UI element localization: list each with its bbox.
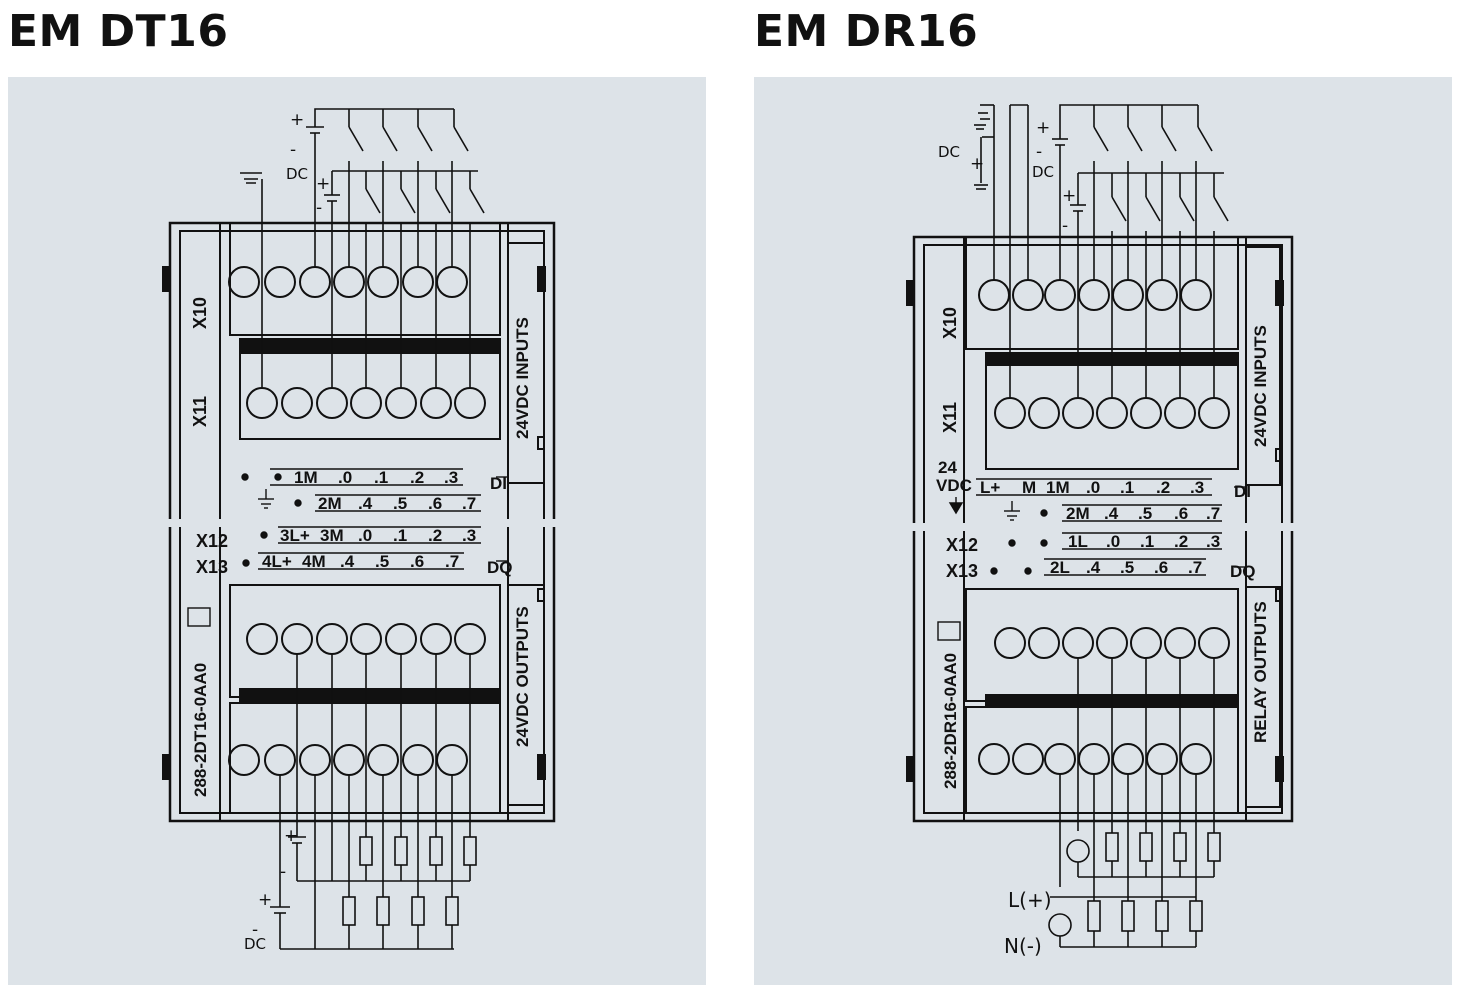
row3-term: .2 [428,526,442,545]
row3-labels: 1L .0 .1 .2 .3 [1068,532,1220,551]
outputs-side-label: 24VDC OUTPUTS [513,606,532,747]
minus-label: - [252,920,258,940]
connector-x13-label: X13 [946,561,978,581]
di-label: DI [1234,482,1251,501]
plus-label: + [1062,186,1076,206]
row3-term: .0 [358,526,372,545]
minus-label: - [290,140,296,160]
connector-x10-label: X10 [940,307,960,339]
row4-term: 2L [1050,558,1070,577]
connector-x13-label: X13 [196,557,228,577]
row4-term: .7 [445,552,459,571]
supply-type-label: VDC [936,476,972,495]
row1-term: .0 [1086,478,1100,497]
row1-term: .2 [1156,478,1170,497]
dc-label-top: DC [286,165,308,183]
row4-term: 4L+ [262,552,292,571]
row4-term: .6 [1154,558,1168,577]
row2-term: .5 [1138,504,1152,523]
part-number: 288-2DR16-0AA0 [941,653,960,789]
row2-term: 2M [1066,504,1090,523]
row4-labels: 2L .4 .5 .6 .7 [1050,558,1202,577]
supply-voltage-label: 24 [938,458,957,477]
di-label: DI [490,474,507,493]
row1-term: 1M [294,468,318,487]
row4-term: .6 [410,552,424,571]
minus-label: - [1036,142,1042,162]
supply-term: M [1022,478,1036,497]
connector-x10-label: X10 [190,297,210,329]
plus-label: + [970,154,984,174]
connector-x12-label: X12 [196,531,228,551]
row3-term: .3 [462,526,476,545]
minus-label: - [280,862,286,882]
row1-term: .0 [338,468,352,487]
inputs-side-label: 24VDC INPUTS [1251,325,1270,447]
right-title: EM DR16 [754,6,979,57]
plus-label: + [258,890,272,910]
module-outline [904,235,1304,823]
row4-term: .5 [1120,558,1134,577]
row2-term: .7 [1206,504,1220,523]
row3-term: 3L+ [280,526,310,545]
row2-term: .6 [428,494,442,513]
row4-term: .4 [1086,558,1101,577]
module-outline [158,221,568,823]
left-title: EM DT16 [8,6,229,57]
minus-label: - [1062,216,1068,236]
row2-term: .4 [1104,504,1119,523]
inputs-side-label: 24VDC INPUTS [513,317,532,439]
plus-label: + [290,110,304,130]
row2-term: 2M [318,494,342,513]
dc-label-left: DC [938,143,960,161]
row3-term: 3M [320,526,344,545]
row3-term: 1L [1068,532,1088,551]
plus-label: + [284,826,298,846]
row2-term: .7 [462,494,476,513]
row3-term: .1 [393,526,407,545]
dc-label-mid: DC [1032,163,1054,181]
ac-neutral-label: N(-) [1004,934,1042,958]
row3-term: .1 [1140,532,1154,551]
row3-labels: 3L+ 3M .0 .1 .2 .3 [280,526,476,545]
connector-x11-label: X11 [190,396,210,427]
row3-term: .2 [1174,532,1188,551]
dq-label: DQ [1230,562,1256,581]
row3-term: .0 [1106,532,1120,551]
em-dr16-wiring-diagram: X10 X11 X12 X13 288-2DR16-0AA0 24VDC INP… [904,104,1304,958]
outputs-side-label: RELAY OUTPUTS [1251,601,1270,743]
row1-term: .3 [444,468,458,487]
left-diagram-panel: X10 X11 X12 X13 288-2DT16-0AA0 24VDC INP… [8,77,706,985]
plus-label: + [316,174,330,194]
row4-labels: 4L+ 4M .4 .5 .6 .7 [262,552,459,571]
plus-label: + [1036,118,1050,138]
dc-label-bottom: DC [244,935,266,953]
part-number: 288-2DT16-0AA0 [191,663,210,797]
dq-label: DQ [487,558,513,577]
row1-term: 1M [1046,478,1070,497]
row2-term: .4 [358,494,373,513]
row2-labels: 2M .4 .5 .6 .7 [1066,504,1220,523]
minus-label: - [316,198,322,218]
connector-x11-label: X11 [940,402,960,433]
supply-term: L+ [980,478,1000,497]
row4-term: .5 [375,552,389,571]
row4-term: .4 [340,552,355,571]
row4-term: 4M [302,552,326,571]
row4-term: .7 [1188,558,1202,577]
row1-labels: 1M .0 .1 .2 .3 [1046,478,1204,497]
row2-term: .5 [393,494,407,513]
row3-term: .3 [1206,532,1220,551]
row1-term: .3 [1190,478,1204,497]
row2-term: .6 [1174,504,1188,523]
row1-labels: 1M .0 .1 .2 .3 [294,468,458,487]
row2-labels: 2M .4 .5 .6 .7 [318,494,476,513]
connector-x12-label: X12 [946,535,978,555]
row1-term: .1 [1120,478,1134,497]
em-dt16-wiring-diagram: X10 X11 X12 X13 288-2DT16-0AA0 24VDC INP… [158,108,568,953]
right-diagram-panel: X10 X11 X12 X13 288-2DR16-0AA0 24VDC INP… [754,77,1452,985]
ac-live-label: L(+) [1008,888,1052,912]
row1-term: .2 [410,468,424,487]
row1-term: .1 [374,468,388,487]
